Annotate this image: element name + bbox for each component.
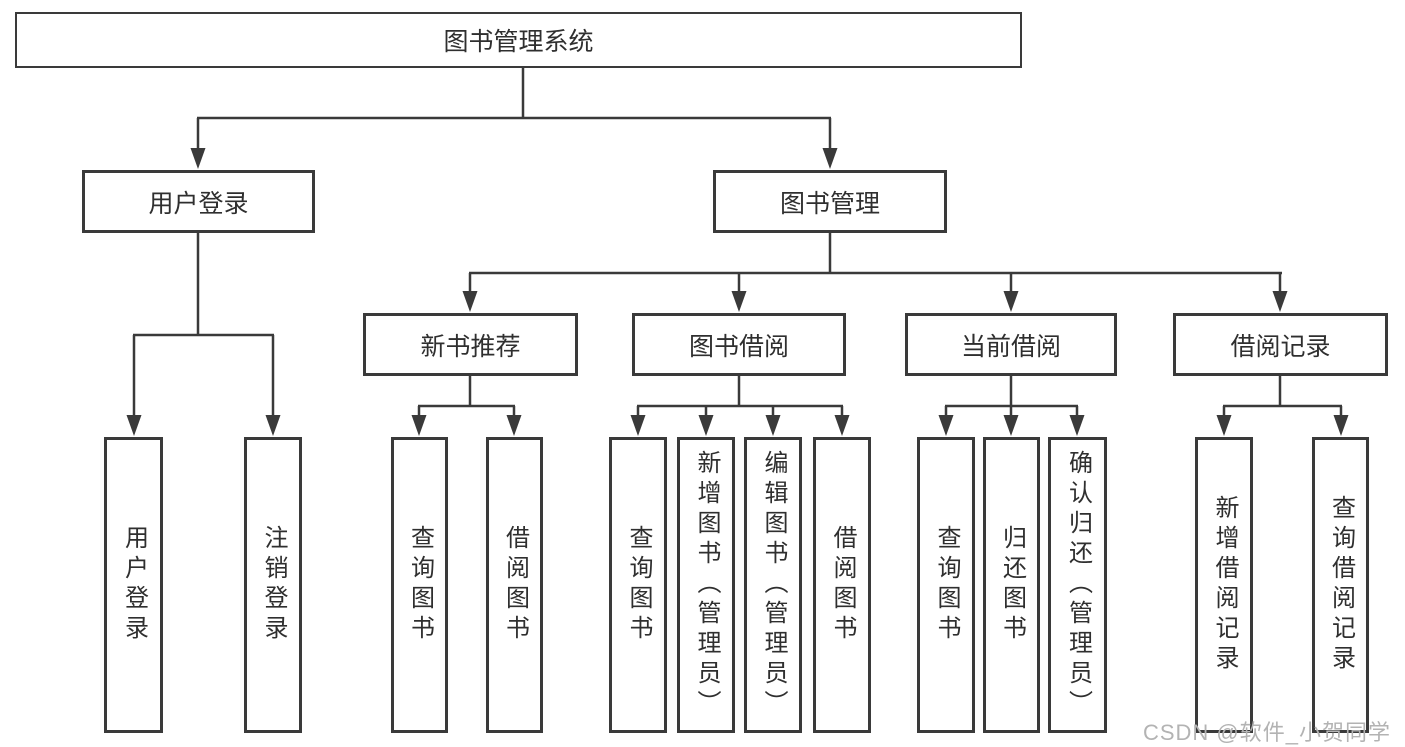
arrowhead-icon bbox=[938, 415, 954, 436]
node-book-management: 图书管理 bbox=[713, 170, 947, 233]
arrowhead-icon bbox=[265, 415, 281, 436]
connector-lines bbox=[132, 68, 1343, 417]
leaf-borrow-book: 借阅图书 bbox=[813, 437, 871, 733]
arrowhead-icon bbox=[822, 148, 838, 169]
arrowhead-icon bbox=[834, 415, 850, 436]
arrowhead-icon bbox=[1272, 291, 1288, 312]
node-new-book-recommend: 新书推荐 bbox=[363, 313, 578, 376]
arrowhead-icon bbox=[190, 148, 206, 169]
arrowhead-icon bbox=[765, 415, 781, 436]
leaf-query-book-current: 查询图书 bbox=[917, 437, 975, 733]
leaf-query-book-recommend: 查询图书 bbox=[391, 437, 448, 733]
arrowhead-icon bbox=[126, 415, 142, 436]
leaf-add-borrow-record: 新增借阅记录 bbox=[1195, 437, 1253, 733]
arrowhead-icon bbox=[1069, 415, 1085, 436]
node-current-borrow: 当前借阅 bbox=[905, 313, 1117, 376]
leaf-edit-book-admin: 编辑图书（管理员） bbox=[744, 437, 802, 733]
node-root: 图书管理系统 bbox=[15, 12, 1022, 68]
csdn-watermark: CSDN @软件_小贺同学 bbox=[1142, 720, 1391, 745]
leaf-query-book-borrow: 查询图书 bbox=[609, 437, 667, 733]
leaf-logout: 注销登录 bbox=[244, 437, 302, 733]
arrowhead-icon bbox=[462, 291, 478, 312]
node-user-login: 用户登录 bbox=[82, 170, 315, 233]
leaf-confirm-return-admin: 确认归还（管理员） bbox=[1048, 437, 1107, 733]
arrowhead-icon bbox=[1003, 415, 1019, 436]
arrowhead-icon bbox=[698, 415, 714, 436]
arrowhead-icon bbox=[630, 415, 646, 436]
leaf-add-book-admin: 新增图书（管理员） bbox=[677, 437, 735, 733]
leaf-borrow-book-recommend: 借阅图书 bbox=[486, 437, 543, 733]
node-borrow-records: 借阅记录 bbox=[1173, 313, 1388, 376]
leaf-user-login: 用户登录 bbox=[104, 437, 163, 733]
arrowhead-icon bbox=[1333, 415, 1349, 436]
node-book-borrow: 图书借阅 bbox=[632, 313, 846, 376]
arrowhead-icon bbox=[731, 291, 747, 312]
arrowheads-group bbox=[126, 148, 1349, 436]
leaf-return-book: 归还图书 bbox=[983, 437, 1040, 733]
arrowhead-icon bbox=[411, 415, 427, 436]
leaf-query-borrow-record: 查询借阅记录 bbox=[1312, 437, 1369, 733]
arrowhead-icon bbox=[1216, 415, 1232, 436]
arrowhead-icon bbox=[506, 415, 522, 436]
arrowhead-icon bbox=[1003, 291, 1019, 312]
